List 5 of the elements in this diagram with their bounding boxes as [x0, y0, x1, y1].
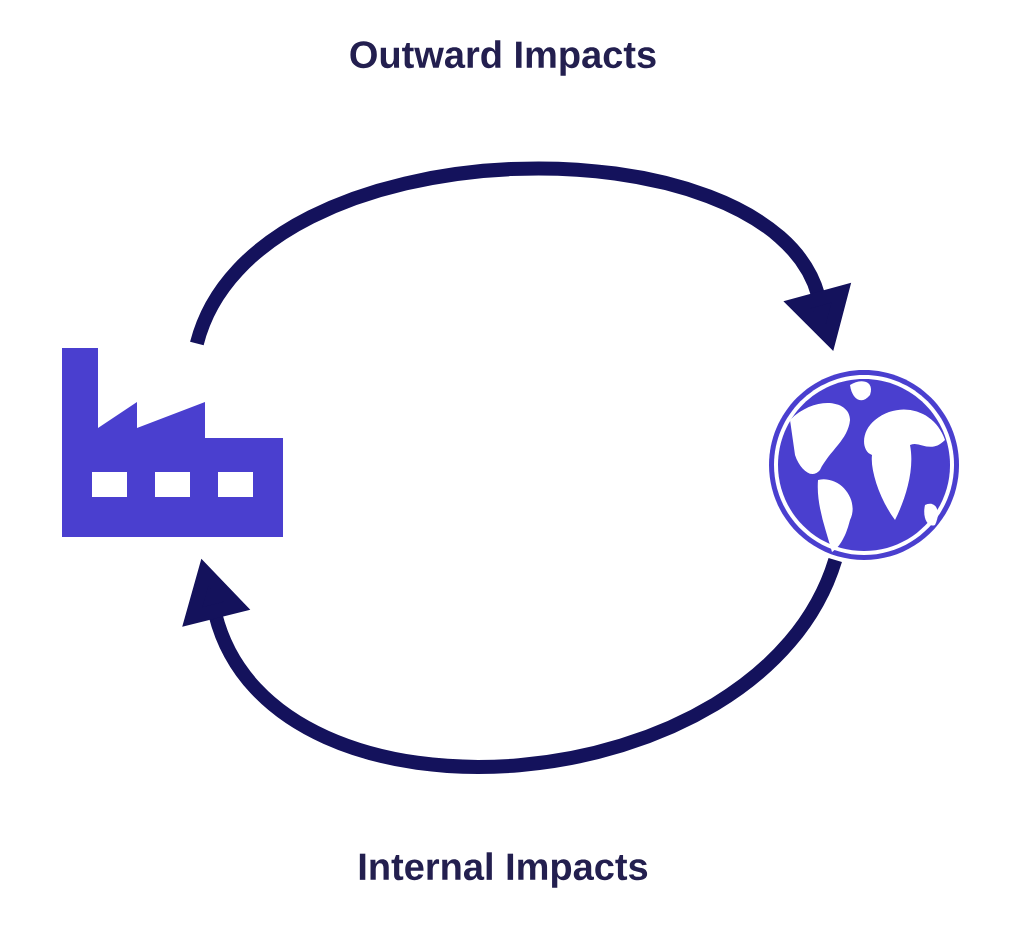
edge-label: Outward Impacts — [350, 40, 656, 76]
arrow — [182, 556, 842, 774]
globe-icon — [769, 370, 959, 560]
factory-icon — [62, 348, 283, 537]
edge-label: Internal Impacts — [359, 852, 648, 888]
